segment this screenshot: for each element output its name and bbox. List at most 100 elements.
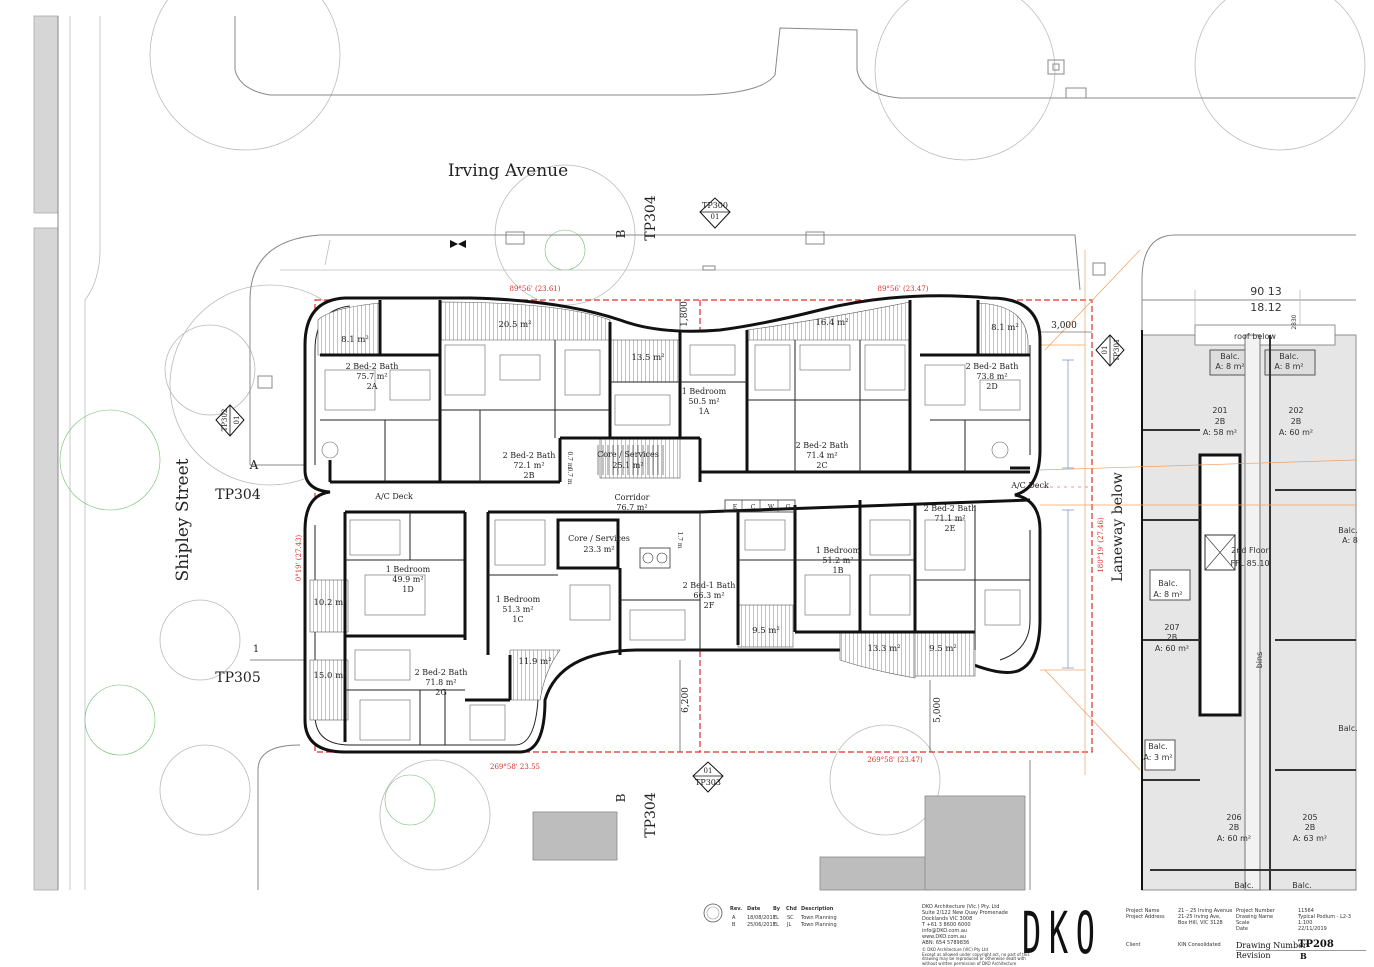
- unit-type: 2B: [1305, 823, 1316, 832]
- unit-area: A: 60 m²: [1217, 834, 1251, 843]
- unit-1a-area: 50.5 m²: [688, 397, 719, 406]
- section-letter: B: [614, 229, 628, 238]
- balc-label: Balc.: [1292, 881, 1312, 890]
- marker-num: 01: [233, 416, 241, 425]
- drawing-number: TP208: [1298, 939, 1334, 950]
- room-labels: 8.1 m² 20.5 m² 13.5 m² 16.4 m² 8.1 m² 10…: [313, 318, 1018, 681]
- bearing-label: 89°56' (23.61): [510, 285, 561, 293]
- unit-2d-type: 2 Bed-2 Bath: [966, 362, 1019, 371]
- unit-2a-area: 75.7 m²: [356, 372, 387, 381]
- unit-2c-area: 71.4 m²: [806, 451, 837, 460]
- meta-value: 1:100: [1298, 920, 1313, 926]
- unit-2b-type: 2 Bed-2 Bath: [503, 451, 556, 460]
- meta-value: Typical Podium - L2-3: [1298, 914, 1352, 920]
- meta-value: 22/11/2019: [1298, 926, 1327, 932]
- dimension-lines: [679, 300, 1092, 752]
- divider: [1236, 950, 1366, 951]
- unit-1b-type: 1 Bedroom: [816, 546, 861, 555]
- unit-1c-area: 51.3 m²: [502, 605, 533, 614]
- balc-label: Balc.: [1338, 724, 1358, 733]
- bearing-label: 0°19' (27.43): [295, 534, 303, 581]
- unit-1a-type: 1 Bedroom: [682, 387, 727, 396]
- balc-area: A: 8 m²: [1215, 362, 1244, 371]
- unit-number: 206: [1226, 813, 1241, 822]
- marker-ref: TP302: [221, 409, 229, 432]
- small-dim: 1.7 m: [676, 531, 683, 548]
- dimension: 1,800: [680, 301, 690, 327]
- balcony-area-label: 13.3 m²: [867, 644, 900, 654]
- unit-2a-type: 2 Bed-2 Bath: [346, 362, 399, 371]
- unit-2f-area: 66.3 m²: [693, 591, 724, 600]
- rev-cell: 18/08/2017: [747, 915, 776, 921]
- rev-cell: EL: [773, 922, 779, 928]
- balc-area: A: 8 m²: [1153, 590, 1182, 599]
- bearing-label: 269°58' (23.47): [867, 756, 923, 764]
- copyright-note: © DKO Architecture (VIC) Pty Ltd Except …: [922, 947, 1030, 966]
- small-dim: 0.7 m: [566, 451, 573, 468]
- balcony-area-label: 16.4 m²: [815, 318, 848, 328]
- rev-cell: 25/06/2017: [747, 922, 776, 928]
- rev-header-desc: Description: [801, 906, 834, 912]
- furniture: [321, 344, 1021, 741]
- rev-cell: B: [732, 922, 736, 928]
- north-point-icon: [703, 903, 723, 923]
- unit-number: 201: [1212, 406, 1227, 415]
- balcony-area-label: 13.5 m²: [631, 353, 664, 363]
- rev-header-by: By: [773, 906, 781, 912]
- riser-label: E: [733, 504, 737, 511]
- unit-type: 2B: [1167, 633, 1178, 642]
- small-dim: 0.7 m: [566, 467, 573, 484]
- roof-label: roof below: [1234, 332, 1276, 341]
- rev-cell: Town Planning: [801, 922, 837, 928]
- balc-label: Balc.: [1158, 579, 1178, 588]
- unit-2e-type: 2 Bed-2 Bath: [924, 504, 977, 513]
- setback-lines: [1039, 249, 1357, 775]
- unit-2f-id: 2F: [704, 601, 715, 610]
- bins-label: bins: [1255, 652, 1264, 669]
- neighbour-building: [1141, 234, 1357, 891]
- ecwg-labels: E C W G 0.7 m 0.7 m 1.7 m: [566, 451, 791, 548]
- section-label: TP304: [215, 487, 261, 503]
- balc-area: A: 3 m²: [1143, 753, 1172, 762]
- section-letter: A: [249, 458, 259, 472]
- unit-area: A: 60 m²: [1279, 428, 1313, 437]
- core-area: 23.3 m²: [583, 545, 614, 554]
- site-context: [249, 231, 1106, 891]
- unit-area: A: 60 m²: [1155, 644, 1189, 653]
- balc-label: Balc.: [1279, 352, 1299, 361]
- unit-2e-area: 71.1 m²: [934, 514, 965, 523]
- marker-num: 01: [704, 767, 713, 775]
- client-label: Client: [1126, 942, 1141, 948]
- riser-label: C: [751, 504, 756, 511]
- rev-cell: EL: [773, 915, 779, 921]
- neighbour-dim: 18.12: [1250, 301, 1282, 314]
- street-irving: Irving Avenue: [448, 161, 568, 181]
- section-label: TP304: [643, 195, 659, 241]
- revision-value: B: [1300, 951, 1307, 961]
- project-name: 21 – 25 Irving Avenue: [1178, 908, 1233, 914]
- balcony-area-label: 20.5 m²: [498, 320, 531, 330]
- neighbour-labels: 90 13 18.12 2830 roof below Balc. A: 8 m…: [1143, 285, 1357, 890]
- unit-2a-id: 2A: [367, 382, 378, 391]
- balc-area: A: 8: [1342, 536, 1358, 545]
- neighbour-dim: 90 13: [1250, 285, 1282, 298]
- elevation-marker-tp303: 01 TP303: [692, 761, 724, 793]
- unit-labels: 2 Bed-2 Bath 75.7 m² 2A 2 Bed-2 Bath 72.…: [346, 362, 1049, 697]
- unit-1d-area: 49.9 m²: [392, 575, 423, 584]
- project-address: 21-25 Irving Ave,: [1178, 914, 1221, 920]
- balc-area: A: 8 m²: [1274, 362, 1303, 371]
- balcony-area-label: 15.0 m²: [313, 671, 346, 681]
- drawing-number-label: Drawing Number: [1236, 941, 1307, 950]
- unit-1d-type: 1 Bedroom: [386, 565, 431, 574]
- meta-label: Date: [1236, 926, 1248, 932]
- rev-header-chd: Chd: [786, 906, 797, 912]
- laneway-label: Laneway below: [1110, 472, 1126, 582]
- unit-2d-area: 73.8 m²: [976, 372, 1007, 381]
- street-shipley: Shipley Street: [173, 458, 193, 581]
- revision-label: Revision: [1236, 951, 1271, 960]
- corridor-area: 76.7 m²: [616, 503, 647, 512]
- marker-num: 01: [711, 213, 720, 221]
- existing-building-north: [234, 16, 1356, 99]
- balcony-area-label: 10.2 m²: [313, 598, 346, 608]
- unit-2e-id: 2E: [945, 524, 956, 533]
